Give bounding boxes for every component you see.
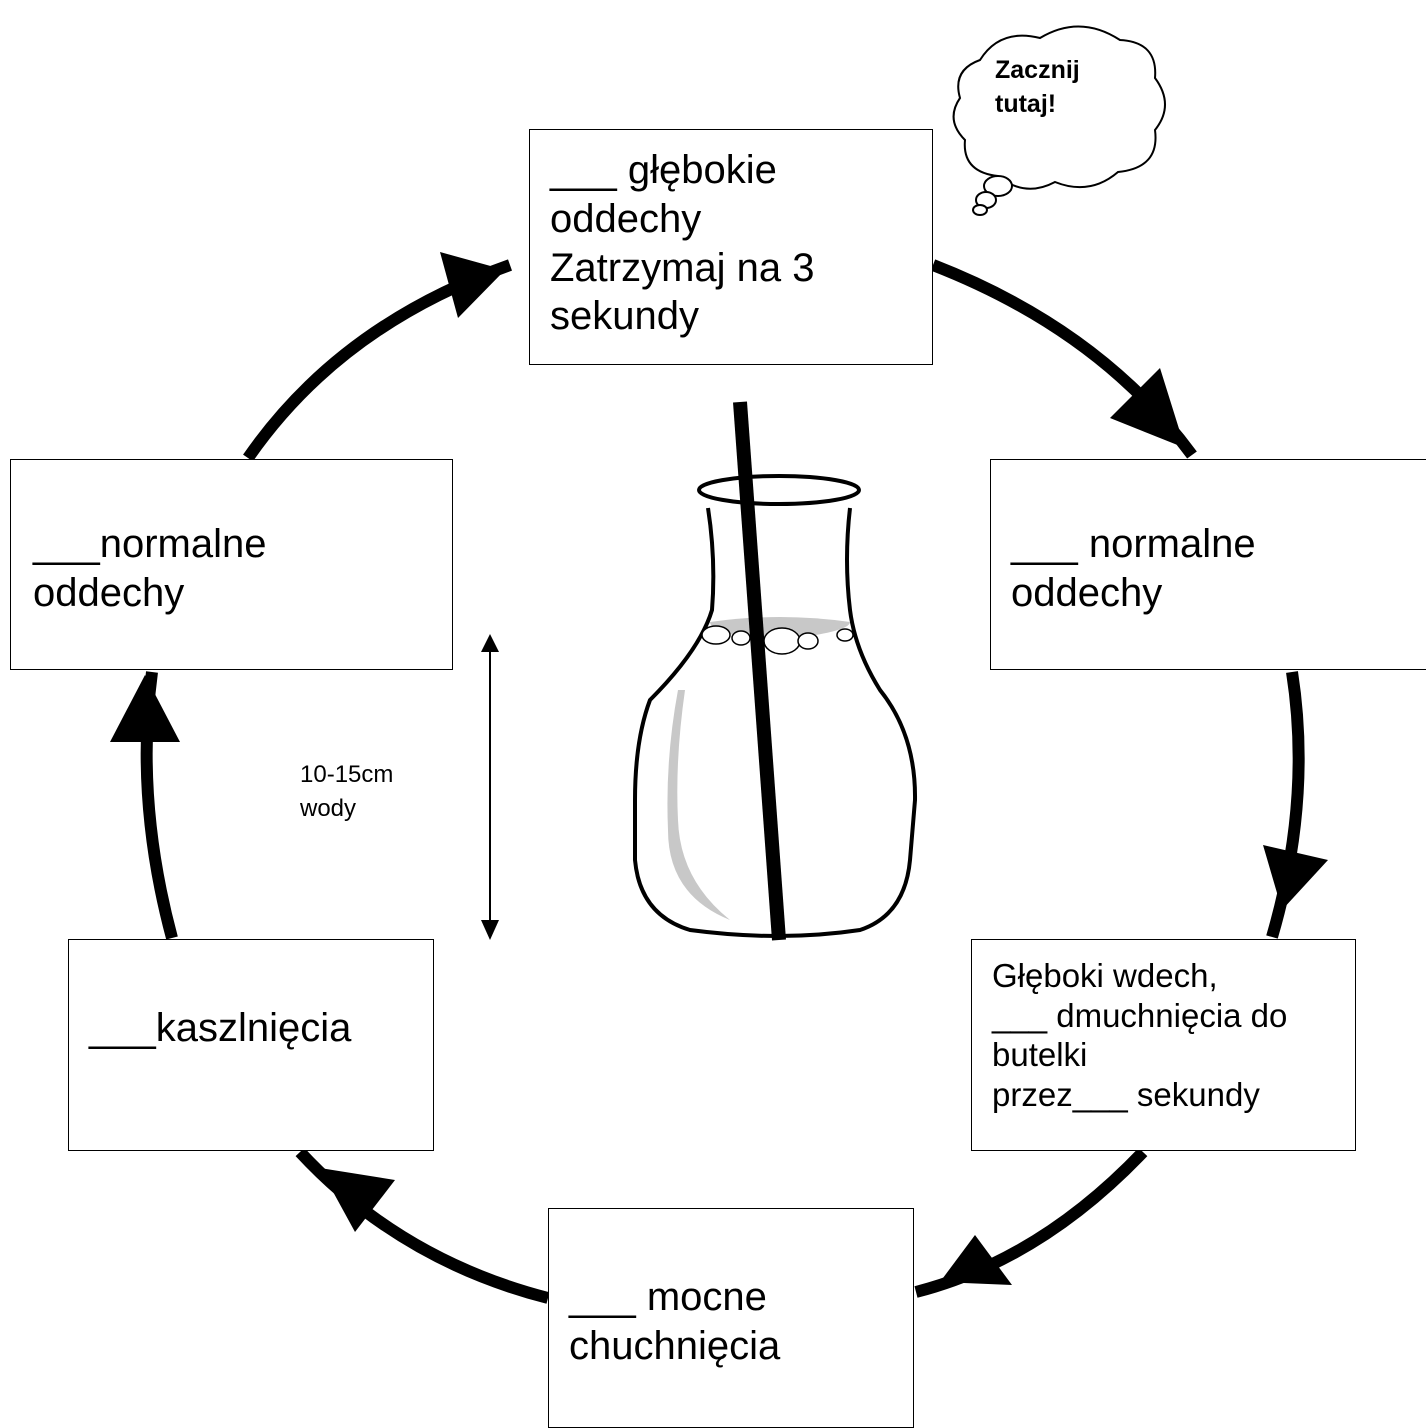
arrow-icon (1110, 368, 1185, 448)
start-here-label: Zacznij tutaj! (995, 56, 1080, 118)
arrow-icon (110, 675, 180, 742)
arc-lower-right-to-bottom (914, 1147, 1148, 1298)
glass-reflection (667, 690, 730, 920)
step-box-lower-right: Głęboki wdech, ___ dmuchnięcia do butelk… (971, 939, 1356, 1151)
step-box-bottom: ___ mocne chuchnięcia (548, 1208, 914, 1428)
arrow-up-icon (481, 634, 499, 652)
bottle-glass (633, 507, 918, 938)
step-box-top: ___ głębokie oddechy Zatrzymaj na 3 seku… (529, 129, 933, 365)
bottle-rim (697, 474, 861, 506)
step-box-lower-left: ___kaszlnięcia (68, 939, 434, 1151)
thought-bubble-icon (952, 25, 1166, 216)
arrow-heads (110, 252, 1328, 1285)
arrow-icon (1263, 845, 1328, 910)
water-height-label: 10-15cm wody (300, 761, 394, 822)
arrow-icon (940, 1235, 1012, 1285)
bottle-icon (633, 401, 918, 941)
arrow-icon (320, 1168, 395, 1232)
step-box-left: ___normalne oddechy (10, 459, 453, 670)
arrow-down-icon (481, 920, 499, 940)
arrow-icon (440, 252, 505, 318)
step-box-right: ___ normalne oddechy (990, 459, 1426, 670)
water-height-indicator (481, 634, 499, 940)
water-bubbles (701, 625, 854, 655)
straw-icon (733, 401, 786, 941)
